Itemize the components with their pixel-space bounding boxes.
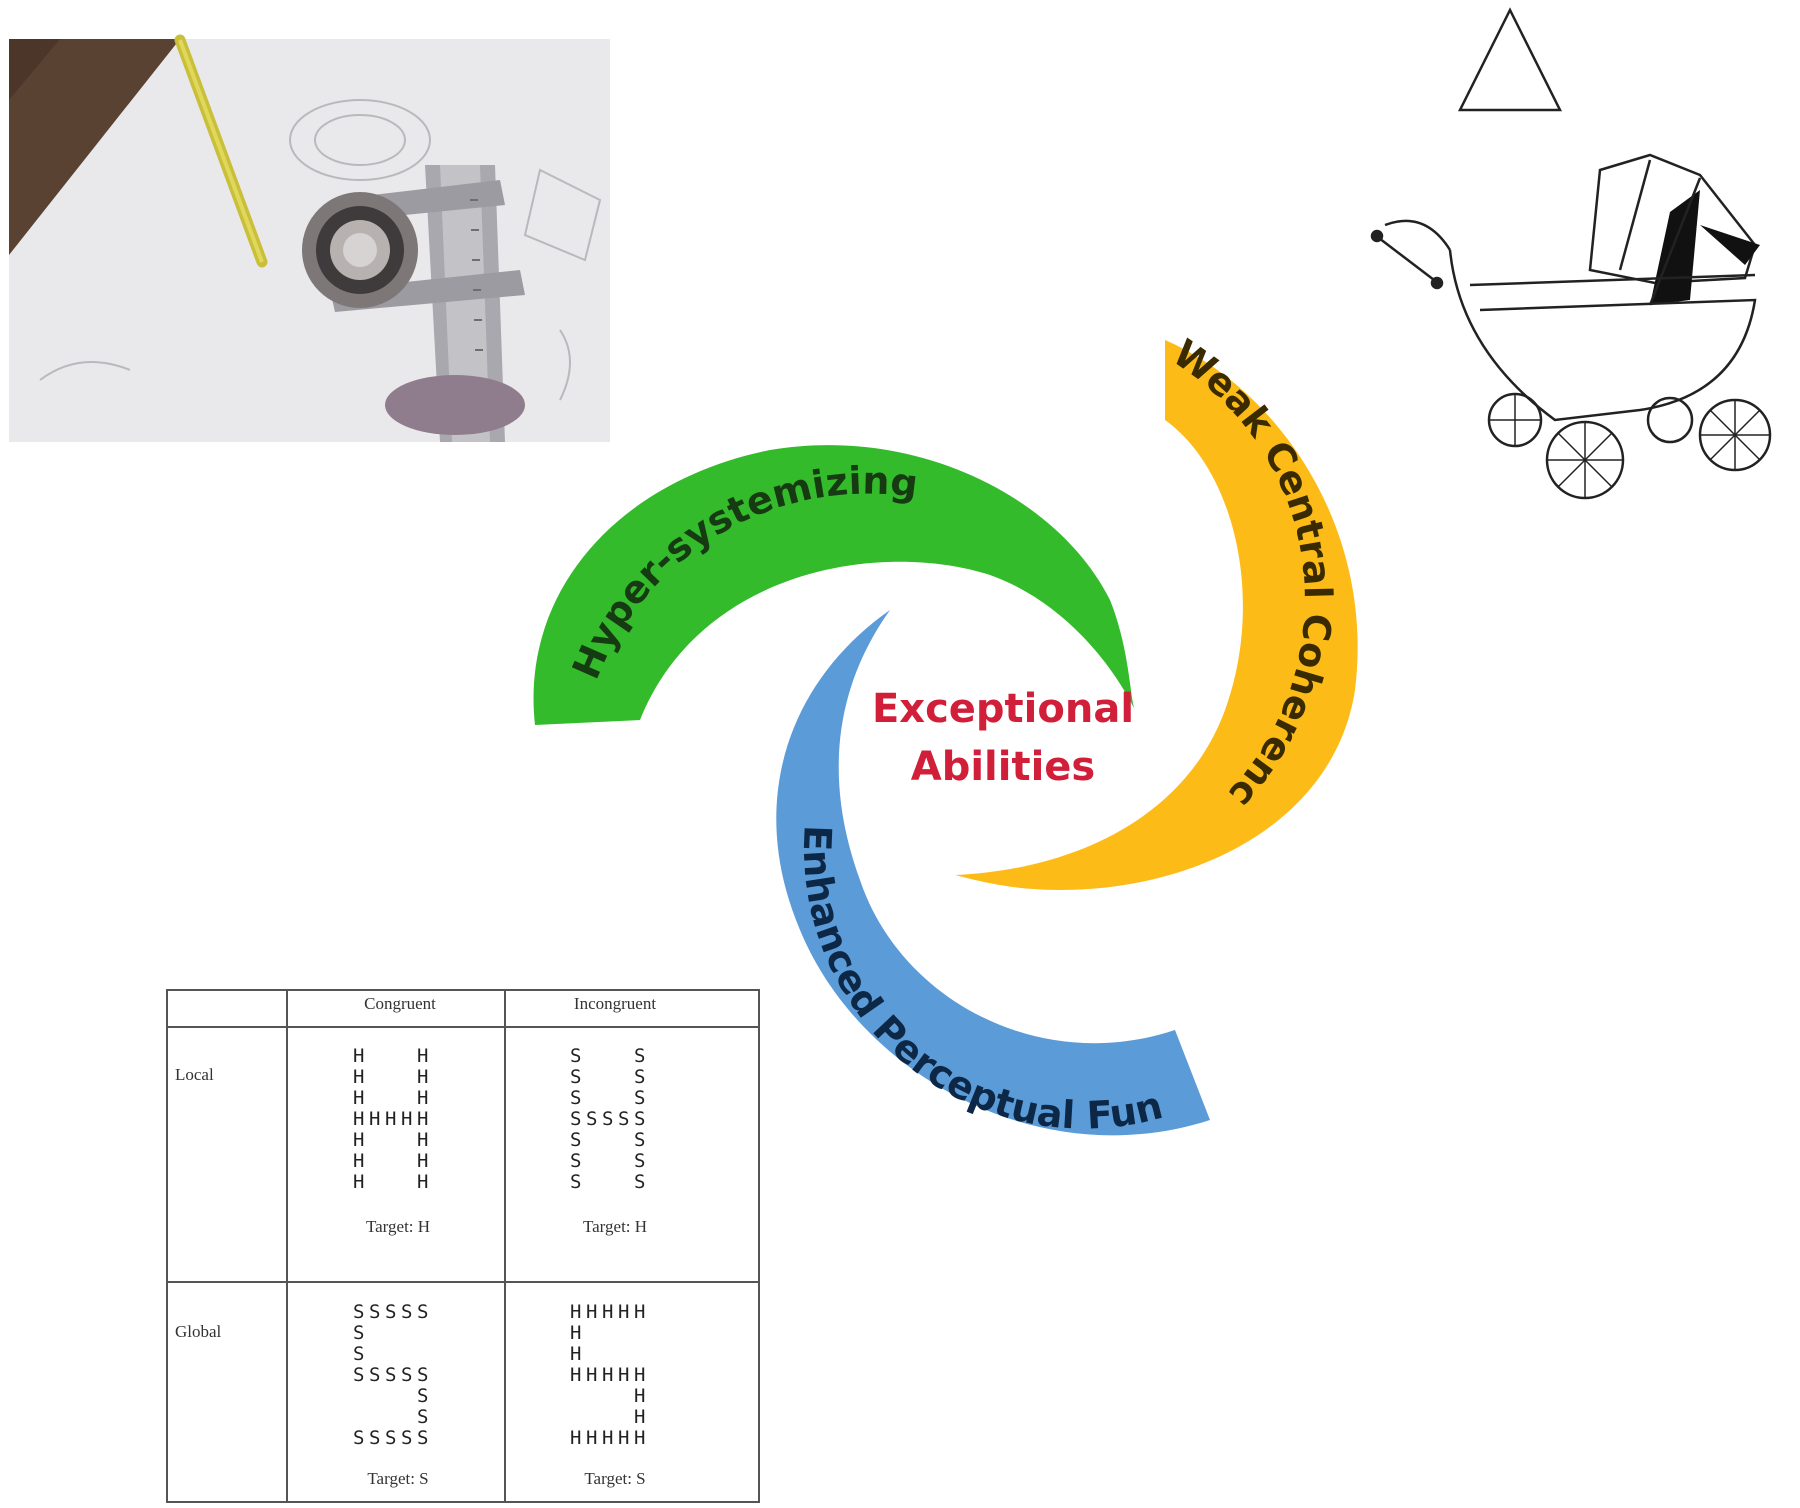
navon-element: H	[586, 1364, 597, 1386]
target-global-congruent: Target: S	[367, 1469, 428, 1488]
navon-element: H	[618, 1364, 629, 1386]
navon-element: H	[570, 1322, 581, 1344]
navon-element: S	[385, 1427, 396, 1449]
navon-element: S	[634, 1150, 645, 1172]
navon-element: H	[401, 1108, 412, 1130]
navon-element: S	[570, 1108, 581, 1130]
navon-element: S	[353, 1364, 364, 1386]
navon-element: S	[353, 1301, 364, 1323]
navon-element: H	[602, 1427, 613, 1449]
navon-element: S	[570, 1129, 581, 1151]
navon-element: H	[353, 1066, 364, 1088]
navon-element: H	[417, 1108, 428, 1130]
navon-element: S	[353, 1343, 364, 1365]
header-incongruent: Incongruent	[574, 994, 656, 1013]
navon-element: H	[353, 1108, 364, 1130]
navon-element: H	[634, 1427, 645, 1449]
navon-element: S	[570, 1087, 581, 1109]
row-label-local: Local	[175, 1065, 214, 1084]
center-title-line1: Exceptional	[872, 686, 1134, 732]
navon-element: H	[353, 1150, 364, 1172]
navon-element: H	[353, 1045, 364, 1067]
navon-element: S	[570, 1171, 581, 1193]
navon-element: S	[369, 1427, 380, 1449]
navon-element: S	[417, 1427, 428, 1449]
navon-element: S	[618, 1108, 629, 1130]
caliper-photo	[9, 34, 610, 442]
navon-element: S	[586, 1108, 597, 1130]
navon-element: S	[417, 1385, 428, 1407]
navon-element: S	[602, 1108, 613, 1130]
navon-element: S	[570, 1150, 581, 1172]
navon-element: H	[417, 1066, 428, 1088]
ball-bearing	[302, 192, 418, 308]
navon-element: S	[369, 1301, 380, 1323]
navon-element: S	[417, 1406, 428, 1428]
navon-element: H	[417, 1087, 428, 1109]
navon-element: S	[385, 1301, 396, 1323]
navon-element: H	[586, 1301, 597, 1323]
navon-element: H	[353, 1087, 364, 1109]
navon-element: S	[401, 1427, 412, 1449]
target-global-incongruent: Target: S	[584, 1469, 645, 1488]
navon-element: H	[570, 1343, 581, 1365]
navon-element: S	[353, 1427, 364, 1449]
navon-element: S	[634, 1087, 645, 1109]
arc-hyper-systemizing	[533, 445, 1135, 725]
navon-element: S	[417, 1364, 428, 1386]
navon-element: S	[634, 1108, 645, 1130]
triangle-shape	[1457, 7, 1563, 112]
navon-element: S	[634, 1045, 645, 1067]
navon-element: H	[618, 1301, 629, 1323]
navon-element: S	[385, 1364, 396, 1386]
navon-element: H	[602, 1301, 613, 1323]
navon-element: S	[369, 1364, 380, 1386]
header-congruent: Congruent	[364, 994, 436, 1013]
center-title-line2: Abilities	[911, 744, 1096, 790]
navon-element: H	[385, 1108, 396, 1130]
navon-element: H	[634, 1364, 645, 1386]
navon-element: H	[586, 1427, 597, 1449]
navon-element: H	[570, 1364, 581, 1386]
navon-element: H	[417, 1045, 428, 1067]
navon-element: S	[417, 1301, 428, 1323]
pram-wheels	[1487, 392, 1772, 500]
navon-element: S	[401, 1364, 412, 1386]
navon-element: H	[353, 1129, 364, 1151]
target-local-congruent: Target: H	[366, 1217, 430, 1236]
row-label-global: Global	[175, 1322, 222, 1341]
navon-element: H	[602, 1364, 613, 1386]
navon-element: H	[353, 1171, 364, 1193]
caliper	[330, 165, 525, 442]
navon-element: S	[353, 1322, 364, 1344]
target-local-incongruent: Target: H	[583, 1217, 647, 1236]
navon-element: S	[634, 1171, 645, 1193]
navon-element: S	[634, 1066, 645, 1088]
navon-element: S	[570, 1066, 581, 1088]
navon-element: H	[634, 1385, 645, 1407]
navon-element: H	[618, 1427, 629, 1449]
navon-element: H	[417, 1150, 428, 1172]
navon-element: H	[570, 1427, 581, 1449]
navon-element: S	[570, 1045, 581, 1067]
navon-element: H	[417, 1171, 428, 1193]
arc-enhanced-perceptual-function	[776, 610, 1210, 1136]
navon-element: H	[369, 1108, 380, 1130]
navon-element: S	[634, 1129, 645, 1151]
arc-weak-central-coherence	[955, 340, 1358, 890]
navon-element: H	[570, 1301, 581, 1323]
navon-element: S	[401, 1301, 412, 1323]
pencil	[174, 34, 268, 268]
navon-element: H	[634, 1301, 645, 1323]
navon-element: H	[417, 1129, 428, 1151]
navon-element: H	[634, 1406, 645, 1428]
pram-drawing	[1370, 7, 1772, 500]
